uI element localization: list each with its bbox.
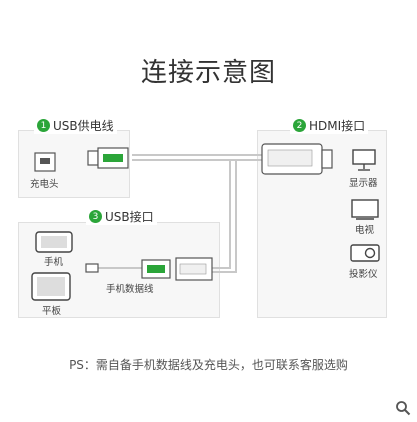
tablet-icon [31,272,71,301]
charger-icon [34,152,56,172]
usb-power-cable [132,154,262,161]
phone-icon [35,231,73,253]
section-label-usb-power: 1 USB供电线 [34,117,117,134]
micro-usb-plug-icon [85,263,99,273]
footnote: PS：需自备手机数据线及充电头，也可联系客服选购 [69,358,348,372]
step-number-3: 3 [89,210,102,223]
usb-a-plug-icon [87,147,129,169]
charger-label: 充电头 [30,179,59,190]
usb-port-label: USB接口 [105,210,154,224]
magnifier-icon[interactable] [395,400,411,416]
step-number-1: 1 [37,119,50,132]
data-cable-label: 手机数据线 [106,284,154,295]
monitor-label: 显示器 [349,178,378,189]
projector-label: 投影仪 [349,269,378,280]
usb-adapter-icon [175,257,213,281]
tablet-label: 平板 [42,306,62,317]
diagram-title: 连接示意图 [140,58,276,88]
hdmi-dongle-icon [261,143,333,175]
tv-label: 电视 [355,225,375,236]
step-number-2: 2 [293,119,306,132]
phone-label: 手机 [44,257,64,268]
hdmi-label: HDMI接口 [309,119,366,133]
monitor-icon [352,149,376,171]
tv-icon [351,199,379,220]
usb-power-label: USB供电线 [53,119,114,133]
section-label-usb-port: 3 USB接口 [86,208,157,225]
section-label-hdmi: 2 HDMI接口 [290,117,369,134]
projector-icon [350,244,380,262]
usb-plug-icon [141,259,171,279]
usb-branch-cable [212,160,237,273]
